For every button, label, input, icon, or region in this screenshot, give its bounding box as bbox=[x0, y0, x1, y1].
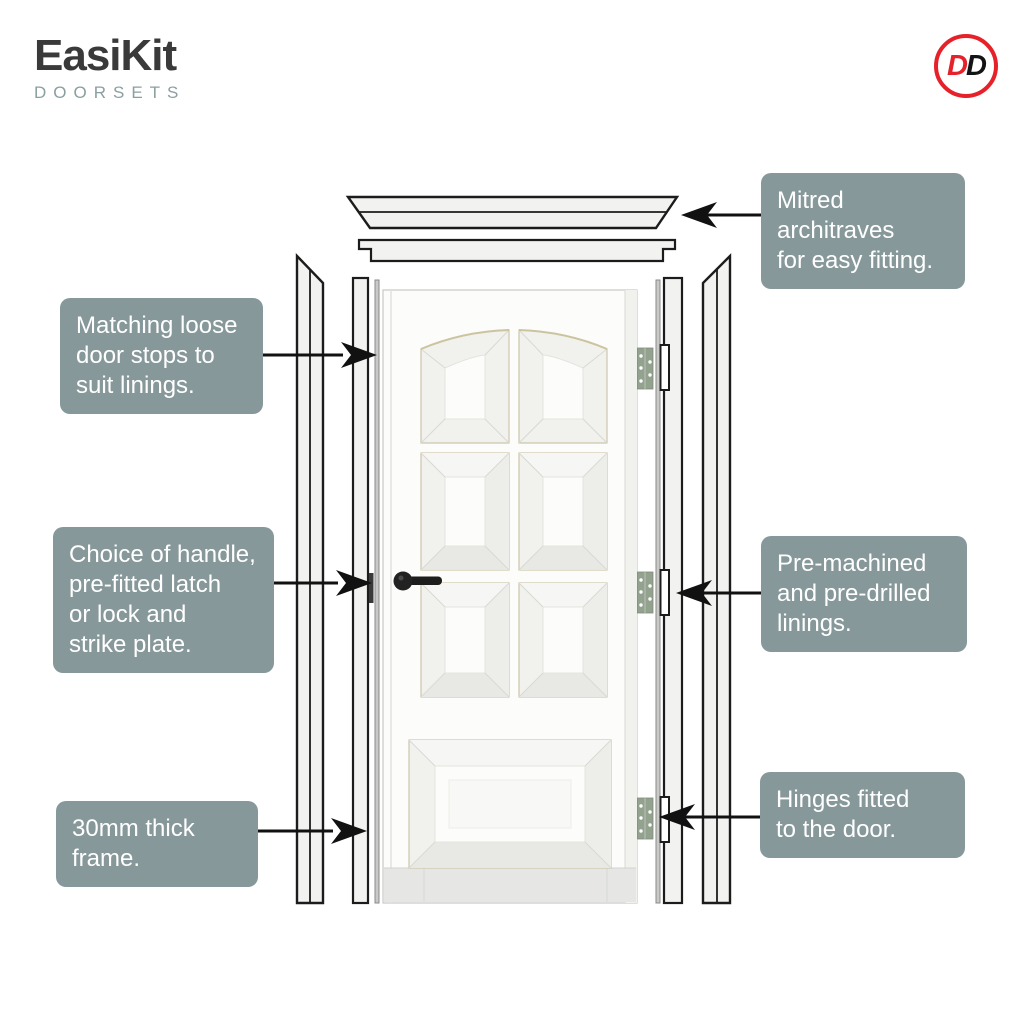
hinge-middle bbox=[637, 571, 654, 614]
arrow-door-stops bbox=[263, 342, 377, 368]
callout-mitred-architraves: Mitred architraves for easy fitting. bbox=[761, 173, 965, 289]
arch-trim-right bbox=[518, 329, 608, 350]
callout-linings: Pre-machined and pre-drilled linings. bbox=[761, 536, 967, 652]
door-panels bbox=[408, 329, 612, 869]
callout-arrows bbox=[258, 202, 761, 844]
door-hinges bbox=[637, 347, 654, 840]
dd-logo: D D bbox=[934, 34, 998, 98]
callout-handle-latch: Choice of handle, pre-fitted latch or lo… bbox=[53, 527, 274, 673]
arrow-handle-latch bbox=[273, 570, 372, 596]
hinge-bottom bbox=[637, 797, 654, 840]
dd-logo-letter-2: D bbox=[966, 49, 987, 82]
door-leaf bbox=[382, 289, 638, 904]
brand-name: EasiKit bbox=[34, 31, 177, 80]
door-handle bbox=[393, 571, 442, 591]
arrow-hinges bbox=[659, 804, 760, 830]
hinge-recess-top bbox=[659, 344, 670, 391]
arch-trim-left bbox=[420, 329, 510, 350]
callout-hinges: Hinges fitted to the door. bbox=[760, 772, 965, 858]
arrow-mitred-architraves bbox=[681, 202, 761, 228]
left-architrave bbox=[295, 253, 325, 905]
right-architrave bbox=[701, 253, 732, 905]
head-lining bbox=[357, 238, 677, 263]
brand-subtitle: DOORSETS bbox=[34, 83, 186, 102]
hinge-recess-middle bbox=[659, 569, 670, 616]
brand-logo: EasiKit DOORSETS bbox=[34, 34, 185, 103]
arrow-linings bbox=[676, 580, 761, 606]
right-lining bbox=[655, 276, 684, 905]
left-door-stop bbox=[351, 276, 380, 905]
callout-30mm-frame: 30mm thick frame. bbox=[56, 801, 258, 887]
head-architrave bbox=[345, 195, 680, 230]
dd-logo-letter-1: D bbox=[947, 49, 968, 82]
strike-plate bbox=[369, 573, 374, 603]
callout-door-stops: Matching loose door stops to suit lining… bbox=[60, 298, 263, 414]
hinge-top bbox=[637, 347, 654, 390]
arrow-frame bbox=[258, 818, 367, 844]
